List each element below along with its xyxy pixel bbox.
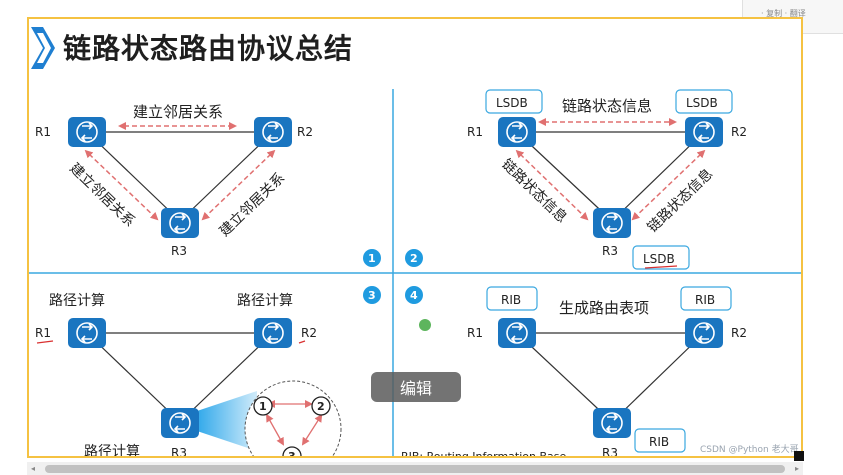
q3-r3-label: R3	[171, 446, 187, 458]
q4-rib-right: RIB	[695, 293, 715, 307]
quadrant-3: 1 2 3 路径计算 路径计算 路径计算 R1 R2 R3	[35, 293, 342, 458]
zoom-node-3	[282, 446, 302, 456]
slide-title: 链路状态路由协议总结	[63, 32, 354, 65]
q2-r1-label: R1	[467, 125, 483, 139]
q4-r2-label: R2	[731, 326, 747, 340]
q4-r3-router-icon	[593, 408, 631, 438]
q2-lsdb-left: LSDB	[496, 96, 528, 110]
scroll-right-arrow-icon[interactable]: ▸	[794, 464, 799, 473]
q1-r1-label: R1	[35, 125, 51, 139]
q4-top-label: 生成路由表项	[559, 299, 649, 317]
q2-r2-router-icon	[685, 117, 723, 147]
scroll-thumb[interactable]	[45, 465, 785, 473]
q3-r1-router-icon	[68, 318, 106, 348]
badge-4	[405, 286, 423, 304]
q3-r2-router-icon	[254, 318, 292, 348]
zoom-node-1-label: 1	[259, 400, 267, 413]
cursor-dot	[419, 319, 431, 331]
q4-rib-left: RIB	[501, 293, 521, 307]
q3-r1-label: R1	[35, 326, 51, 340]
zoom-beam	[197, 391, 257, 451]
q2-right-diag-label: 链路状态信息	[644, 165, 716, 236]
q2-r3-label: R3	[602, 244, 618, 258]
edit-button[interactable]: 编辑	[371, 372, 461, 402]
q2-lsdb-right-box	[675, 89, 733, 114]
badge-3	[363, 286, 381, 304]
watermark: CSDN @Python 老大哥	[700, 445, 799, 455]
zoom-node-1	[253, 396, 273, 416]
q2-lsdb-left-box	[485, 89, 543, 114]
q1-top-label: 建立邻居关系	[133, 103, 223, 121]
q3-r2-label: R2	[301, 326, 317, 340]
slide: 链路状态路由协议总结	[27, 17, 803, 458]
badge-2-label: 2	[410, 252, 418, 265]
q3-left-label: 路径计算	[49, 293, 105, 309]
horizontal-scrollbar[interactable]: ◂ ▸	[27, 462, 803, 475]
q2-r3-router-icon	[593, 208, 631, 238]
q3-right-label: 路径计算	[237, 293, 293, 309]
q1-right-diag-label: 建立邻居关系	[217, 170, 289, 240]
badge-1	[363, 249, 381, 267]
q4-r2-router-icon	[685, 318, 723, 348]
q1-r3-label: R3	[171, 244, 187, 258]
scroll-left-arrow-icon[interactable]: ◂	[31, 464, 36, 473]
corner-mark	[794, 451, 804, 461]
quadrant-4: RIB RIB RIB 生成路由表项 RIB: Routing Informat…	[401, 286, 747, 458]
badge-3-label: 3	[368, 289, 376, 302]
q4-r1-label: R1	[467, 326, 483, 340]
q4-rib-left-box	[486, 286, 538, 311]
q4-rib-right-box	[680, 286, 732, 311]
zoom-node-3-label: 3	[288, 450, 296, 458]
q2-r1-router-icon	[498, 117, 536, 147]
q4-r3-label: R3	[602, 446, 618, 458]
q1-r1-router-icon	[68, 117, 106, 147]
q2-lsdb-bottom: LSDB	[643, 252, 675, 266]
badge-1-label: 1	[368, 252, 376, 265]
q4-rib-bottom: RIB	[649, 435, 669, 449]
zoom-node-2-label: 2	[317, 400, 325, 413]
q1-r3-router-icon	[161, 208, 199, 238]
q3-r3-router-icon	[161, 408, 199, 438]
q1-r2-label: R2	[297, 125, 313, 139]
badge-4-label: 4	[410, 289, 418, 302]
diagram: 建立邻居关系 建立邻居关系 建立邻居关系 R1 R2 R3 LSDB LSDB	[29, 89, 801, 458]
q2-left-diag-label: 链路状态信息	[498, 156, 570, 227]
q4-r1-router-icon	[498, 318, 536, 348]
q4-footnote: RIB: Routing Information Base	[401, 450, 566, 458]
quadrant-2: LSDB LSDB LSDB 链路状态信息 链路状态信息 链路状态信息 R1 R…	[467, 89, 747, 270]
title-chevron-icon	[31, 27, 55, 69]
badge-2	[405, 249, 423, 267]
q2-r2-label: R2	[731, 125, 747, 139]
q2-lsdb-right: LSDB	[686, 96, 718, 110]
q3-bottom-label: 路径计算	[84, 444, 140, 458]
q1-r2-router-icon	[254, 117, 292, 147]
q2-lsdb-bottom-box	[632, 245, 690, 270]
zoom-node-2	[311, 396, 331, 416]
q2-top-label: 链路状态信息	[562, 97, 652, 115]
q4-rib-bottom-box	[634, 428, 686, 453]
